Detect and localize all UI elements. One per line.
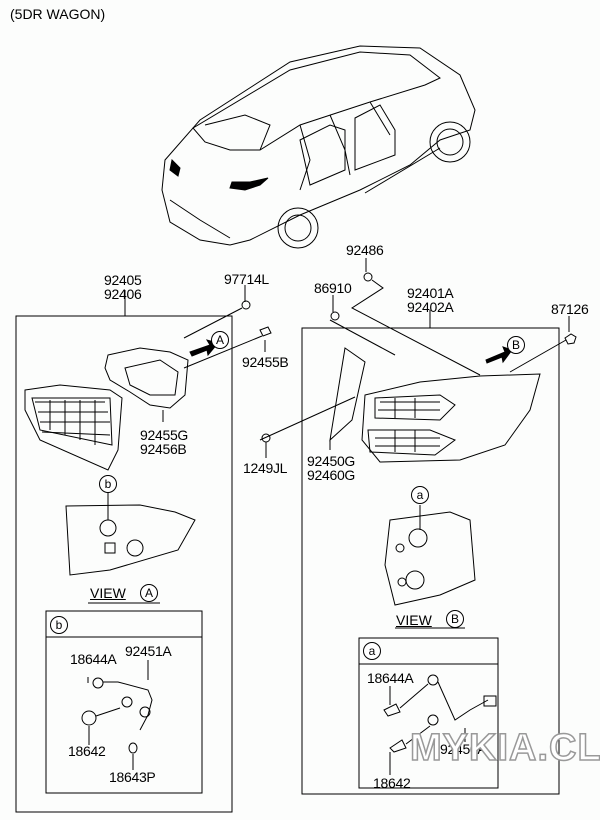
part-label-97714l: 97714L: [224, 271, 269, 287]
clip-92486-icon: [363, 272, 373, 282]
car-illustration: [161, 45, 476, 249]
connector-icon: [483, 695, 497, 707]
bulb-18642-a-icon: [389, 739, 407, 753]
part-label-18642-b: 18642: [68, 743, 106, 759]
bulb-18642-icon: [81, 710, 97, 726]
view-b-label: VIEW: [396, 612, 432, 628]
bracket-icon: [329, 347, 366, 442]
inner-lamp-left: [24, 384, 123, 471]
view-b-lamp: [384, 511, 476, 606]
detail-b-tag: b: [50, 616, 68, 634]
part-label-92401a: 92401A: [407, 285, 454, 301]
part-label-92405: 92405: [104, 272, 142, 288]
part-label-18644a-b: 18644A: [70, 651, 117, 667]
gasket-icon: [104, 347, 189, 409]
view-a-lamp: [65, 504, 196, 576]
part-label-92455b: 92455B: [242, 354, 289, 370]
diagram-title: (5DR WAGON): [10, 6, 106, 22]
detail-a-tag: a: [363, 642, 381, 660]
part-label-92456b: 92456B: [140, 441, 187, 457]
part-label-92402a: 92402A: [407, 299, 454, 315]
part-label-92450a: 92450A: [440, 741, 487, 757]
grommet-92455b-icon: [259, 326, 272, 337]
screw-1249jl-icon: [261, 433, 271, 443]
part-label-87126: 87126: [551, 301, 589, 317]
part-label-92450g: 92450G: [307, 453, 356, 469]
part-label-18642-a: 18642: [373, 775, 411, 791]
view-a-label: VIEW: [90, 585, 126, 601]
part-label-86910: 86910: [314, 280, 352, 296]
part-label-92451a: 92451A: [125, 643, 172, 659]
part-label-92455g: 92455G: [140, 427, 189, 443]
part-label-1249jl: 1249JL: [243, 460, 288, 476]
bulb-18644a-icon: [92, 677, 104, 689]
watermark: MYKIA.CLUB: [409, 726, 600, 770]
outer-lamp-right: [361, 373, 541, 463]
part-label-92486: 92486: [346, 242, 384, 258]
callout-b-lower: b: [99, 475, 117, 493]
view-b-callout: B: [446, 610, 464, 628]
nut-97714l-icon: [241, 300, 251, 310]
callout-b-upper: B: [507, 336, 525, 354]
part-label-18643p: 18643P: [109, 769, 156, 785]
bulb-18643p-icon: [128, 742, 138, 754]
left-lamp-box: [15, 315, 233, 813]
arrow-b-icon: [485, 346, 513, 364]
callout-a-lower: a: [411, 486, 429, 504]
part-label-18644a-a: 18644A: [367, 670, 414, 686]
detail-a-box: [358, 637, 499, 789]
view-a-callout: A: [140, 584, 158, 602]
part-label-92460g: 92460G: [307, 467, 356, 483]
clip-86910-icon: [330, 311, 340, 321]
part-label-92406: 92406: [104, 286, 142, 302]
detail-b-box: [45, 610, 203, 794]
cap-87126-icon: [564, 333, 577, 345]
callout-a-upper: A: [211, 331, 229, 349]
bulb-18644a-a-icon: [383, 703, 401, 717]
